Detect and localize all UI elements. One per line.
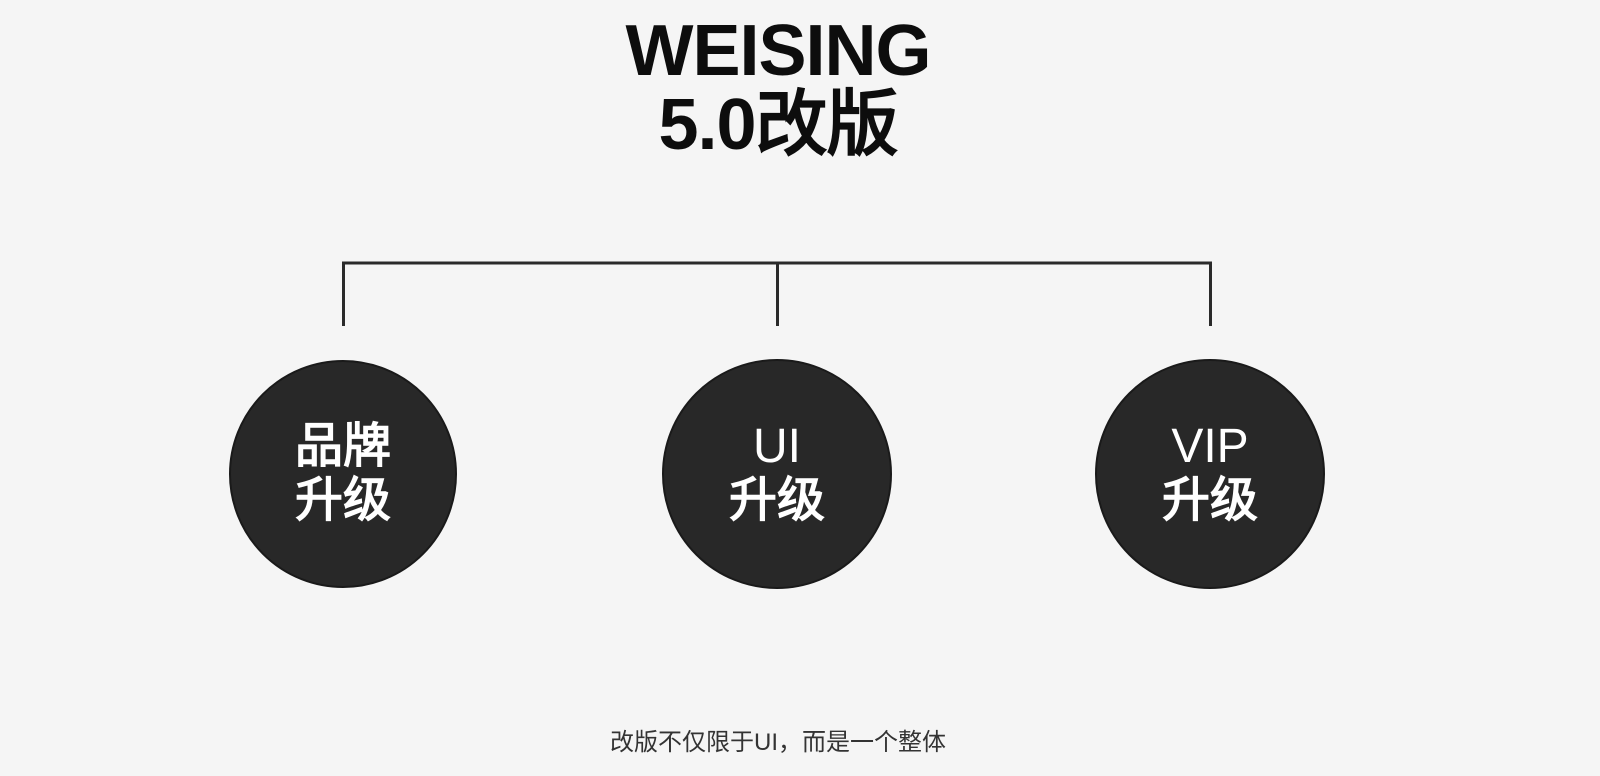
title-line-1: WEISING (625, 11, 931, 91)
title-line-2: 5.0改版 (658, 85, 898, 165)
node-brand-upgrade: 品牌 升级 (229, 360, 457, 588)
node-ui-line-2: 升级 (728, 474, 825, 527)
node-brand-line-1: 品牌 (294, 420, 391, 473)
node-vip-upgrade: VIP 升级 (1095, 359, 1325, 589)
node-brand-line-2: 升级 (294, 474, 391, 527)
node-ui-line-1: UI (753, 420, 801, 473)
node-ui-upgrade: UI 升级 (662, 359, 892, 589)
footer-caption: 改版不仅限于UI，而是一个整体 (610, 729, 946, 756)
node-vip-line-1: VIP (1171, 420, 1249, 473)
diagram-title: WEISING 5.0改版 (0, 14, 1556, 162)
node-vip-line-2: 升级 (1161, 474, 1258, 527)
